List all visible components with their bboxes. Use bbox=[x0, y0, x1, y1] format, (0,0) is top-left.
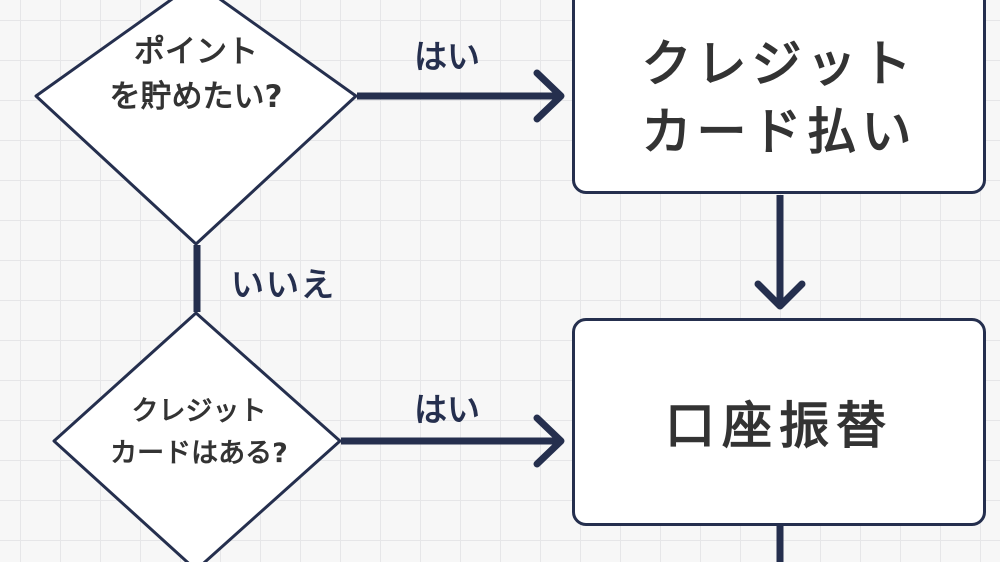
decision-has-card-text: クレジット カードはある? bbox=[110, 396, 288, 469]
decision-points-text: ポイント を貯めたい? bbox=[109, 34, 283, 115]
result-bank-transfer-label: 口座振替 bbox=[665, 397, 893, 455]
decision-diamond-has-card[interactable] bbox=[52, 311, 342, 562]
arrowhead-card-yes bbox=[533, 414, 565, 468]
edge-label-points-yes: はい bbox=[414, 37, 480, 76]
decision-diamond-points[interactable] bbox=[34, 0, 358, 246]
edge-label-card-yes: はい bbox=[414, 390, 480, 429]
result-credit-card-box[interactable]: クレジット カード払い bbox=[572, 0, 986, 194]
result-credit-card-label: クレジット カード払い bbox=[641, 35, 917, 161]
arrowhead-credit-to-transfer bbox=[754, 280, 806, 310]
result-bank-transfer-box[interactable]: 口座振替 bbox=[572, 318, 986, 526]
arrowhead-points-yes bbox=[533, 69, 565, 123]
edge-label-points-no: いいえ bbox=[231, 265, 336, 304]
